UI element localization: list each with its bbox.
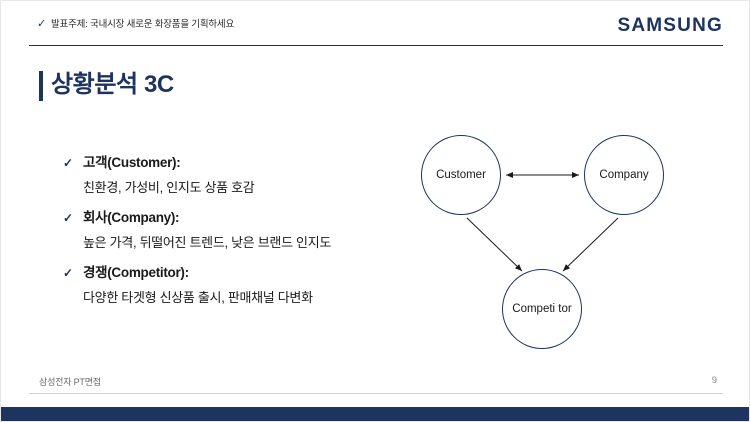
samsung-logo: SAMSUNG <box>617 15 723 36</box>
bullet-heading-text: 고객(Customer): <box>83 155 181 170</box>
check-icon: ✓ <box>63 266 73 280</box>
bullet-detail-text: 높은 가격, 뒤떨어진 트렌드, 낮은 브랜드 인지도 <box>83 235 332 250</box>
footer-divider <box>29 393 723 394</box>
bullet-detail-text: 다양한 타겟형 신상품 출시, 판매채널 다변화 <box>83 290 313 305</box>
list-item: ✓ 경쟁(Competitor): 다양한 타겟형 신상품 출시, 판매채널 다… <box>61 263 411 307</box>
bullet-list: ✓ 고객(Customer): 친환경, 가성비, 인지도 상품 호감 ✓ 회사… <box>61 153 411 318</box>
list-item: ✓ 회사(Company): 높은 가격, 뒤떨어진 트렌드, 낮은 브랜드 인… <box>61 208 411 252</box>
check-icon: ✓ <box>63 156 73 170</box>
bullet-heading-text: 경쟁(Competitor): <box>83 265 189 280</box>
slide-header: ✓ 발표주제: 국내시장 새로운 화장품을 기획하세요 SAMSUNG <box>1 1 749 47</box>
node-company: Company <box>584 135 664 215</box>
title-accent-bar <box>39 71 43 101</box>
bullet-heading: ✓ 고객(Customer): <box>61 153 411 173</box>
diagram-connectors <box>466 172 619 272</box>
page-number: 9 <box>711 375 717 386</box>
bullet-heading: ✓ 회사(Company): <box>61 208 411 228</box>
page-title: 상황분석 3C <box>51 71 174 98</box>
node-competitor: Competi tor <box>502 269 582 349</box>
footer-note: 삼성전자 PT면접 <box>39 377 101 387</box>
node-customer: Customer <box>421 135 501 215</box>
header-topic: 발표주제: 국내시장 새로운 화장품을 기획하세요 <box>51 19 234 30</box>
bullet-heading: ✓ 경쟁(Competitor): <box>61 263 411 283</box>
arrow-customer-to-competitor <box>466 217 523 272</box>
bullet-heading-text: 회사(Company): <box>83 210 180 225</box>
check-icon: ✓ <box>37 18 47 30</box>
three-c-diagram: Customer Company Competi tor <box>406 119 726 359</box>
arrow-company-to-competitor <box>562 217 619 272</box>
list-item: ✓ 고객(Customer): 친환경, 가성비, 인지도 상품 호감 <box>61 153 411 197</box>
check-icon: ✓ <box>63 211 73 225</box>
bottom-accent-band <box>1 407 749 421</box>
header-divider <box>29 45 723 46</box>
bullet-detail-text: 친환경, 가성비, 인지도 상품 호감 <box>83 180 255 195</box>
